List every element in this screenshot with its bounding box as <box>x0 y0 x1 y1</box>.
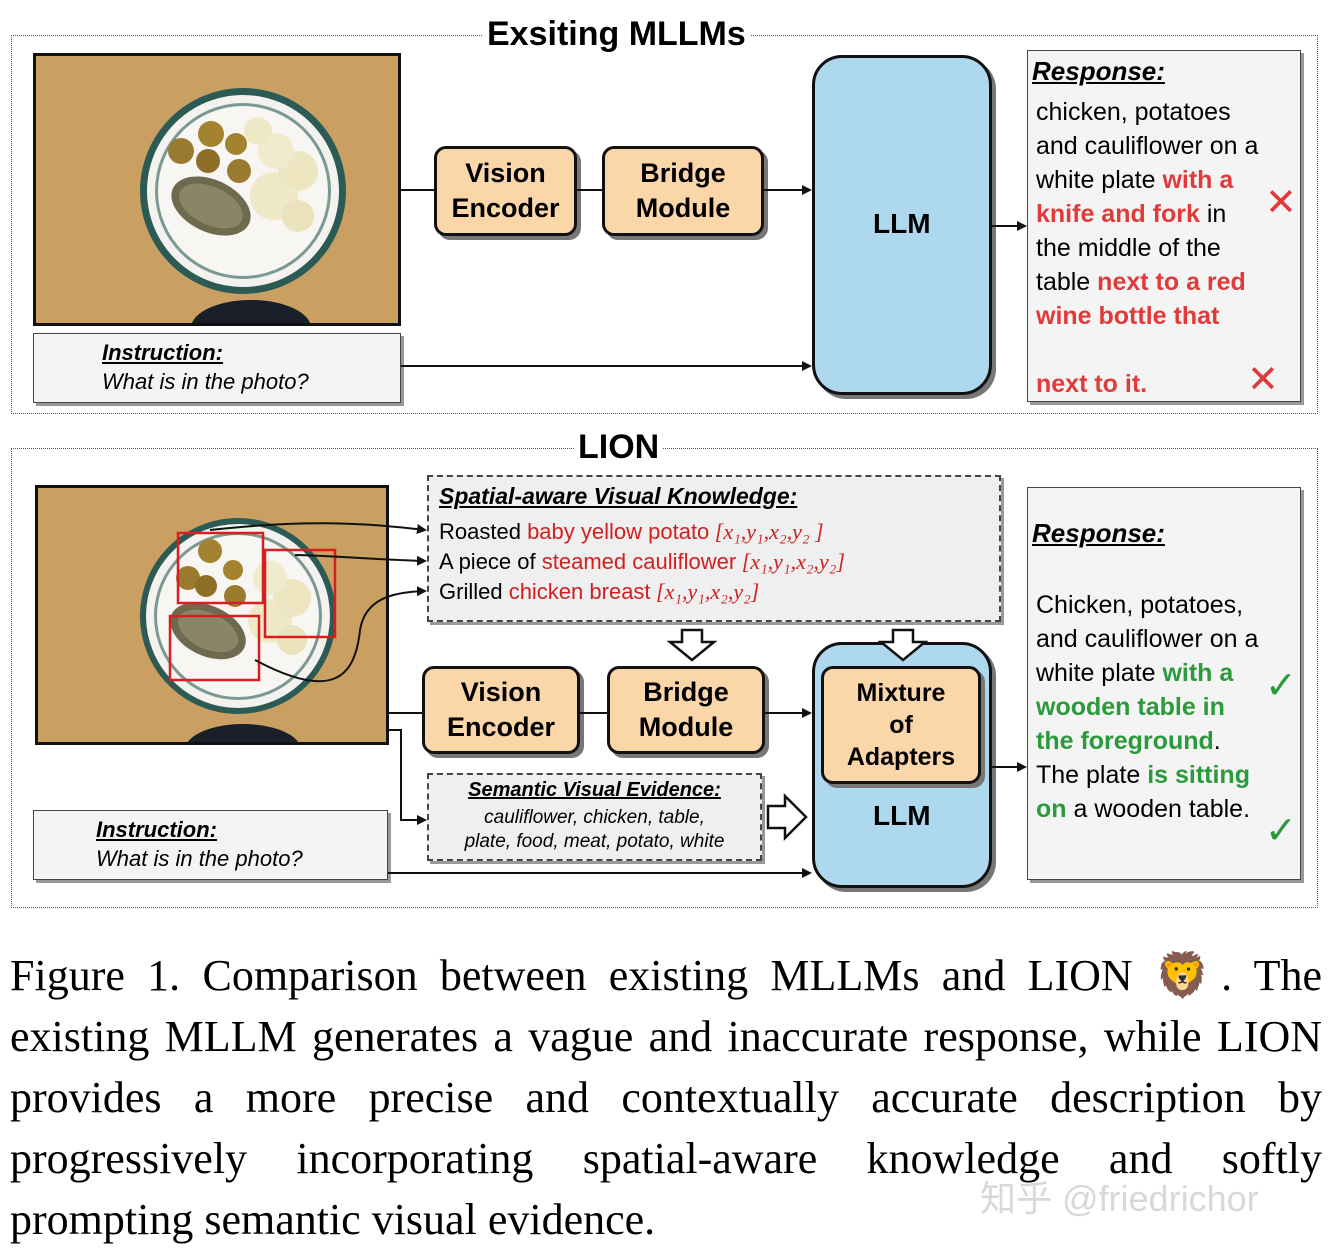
instruction-text-bottom: What is in the photo? <box>96 846 303 871</box>
spatial-item-object: chicken breast <box>508 579 651 604</box>
bridge-module-label-1: Bridge <box>643 677 729 707</box>
response-top-line: table next to a red <box>1036 265 1246 299</box>
vision-encoder-label-2: Encoder <box>446 712 556 742</box>
llm-label-bottom: LLM <box>873 800 931 831</box>
response-bottom-line: white plate with a <box>1036 656 1233 690</box>
response-top-segment: next to a red <box>1097 268 1246 296</box>
response-bottom-line: The plate is sitting <box>1036 758 1250 792</box>
mixture-of-adapters-box: Mixture of Adapters <box>821 666 981 784</box>
response-top-segment: white plate <box>1036 166 1163 194</box>
food-photo-bottom-graphic <box>38 488 386 742</box>
semantic-evidence-line-2: plate, food, meat, potato, white <box>464 831 725 852</box>
spatial-knowledge-item: A piece of steamed cauliflower [x₁,y₁,x₂… <box>439 545 845 579</box>
spatial-item-prefix: Roasted <box>439 519 528 544</box>
vision-encoder-label-1: Vision <box>465 158 546 188</box>
semantic-evidence-line-1: cauliflower, chicken, table, <box>484 807 705 828</box>
vision-encoder-box-bottom: Vision Encoder <box>422 666 580 754</box>
response-bottom-line: the foreground. <box>1036 724 1221 758</box>
response-top-segment: the middle of the <box>1036 234 1221 262</box>
existing-mllms-title: Exsiting MLLMs <box>483 17 750 51</box>
vision-encoder-box-top: Vision Encoder <box>434 146 577 236</box>
response-bottom-segment: is sitting <box>1147 761 1250 789</box>
spatial-item-prefix: A piece of <box>439 549 542 574</box>
bridge-module-box-top: Bridge Module <box>602 146 764 236</box>
response-bottom-segment: . <box>1213 727 1221 755</box>
spatial-knowledge-item: Roasted baby yellow potato [x₁,y₁,x₂,y₂ … <box>439 515 824 549</box>
instruction-box-top: Instruction: What is in the photo? <box>33 333 401 403</box>
response-top-line: knife and fork in <box>1036 197 1226 231</box>
bridge-module-box-bottom: Bridge Module <box>607 666 765 754</box>
bridge-module-label-2: Module <box>638 712 734 742</box>
spatial-item-coords: [x₁,y₁,x₂,y₂] <box>650 579 760 604</box>
response-bottom-line: and cauliflower on a <box>1036 622 1258 656</box>
instruction-box-bottom: Instruction: What is in the photo? <box>33 810 388 880</box>
response-top-segment: chicken, potatoes <box>1036 98 1231 126</box>
response-top-segment: in <box>1199 200 1227 228</box>
adapters-label-2: of <box>889 711 913 739</box>
lion-title: LION <box>574 430 664 464</box>
spatial-knowledge-item: Grilled chicken breast [x₁,y₁,x₂,y₂] <box>439 575 759 609</box>
bridge-module-label-2: Module <box>635 193 731 223</box>
llm-label-top: LLM <box>873 208 931 239</box>
response-bottom-line: on a wooden table. <box>1036 792 1250 826</box>
figure-caption: Figure 1. Comparison between existing ML… <box>10 951 1322 1244</box>
watermark: 知乎 @friedrichor <box>980 1178 1259 1219</box>
response-top-line: chicken, potatoes <box>1036 95 1231 129</box>
response-box-top <box>1027 50 1301 402</box>
response-top-segment: with a <box>1162 166 1234 194</box>
food-photo-bottom <box>35 485 389 745</box>
response-top-line: next to it. <box>1036 367 1147 401</box>
response-bottom-segment: Chicken, potatoes, <box>1036 591 1244 619</box>
food-photo-top <box>33 53 401 326</box>
response-box-bottom <box>1027 487 1301 880</box>
vision-encoder-label-1: Vision <box>460 677 542 707</box>
response-bottom-segment: the foreground <box>1036 727 1214 755</box>
vision-encoder-label-2: Encoder <box>451 193 560 223</box>
spatial-knowledge-heading: Spatial-aware Visual Knowledge: <box>439 483 798 509</box>
adapters-label-3: Adapters <box>846 743 956 771</box>
bridge-module-label-1: Bridge <box>640 158 726 188</box>
llm-box-top <box>812 55 992 395</box>
response-top-segment: knife and fork <box>1036 200 1200 228</box>
response-bottom-segment: The plate <box>1036 761 1148 789</box>
response-bottom-segment: white plate <box>1036 659 1163 687</box>
semantic-evidence-box <box>427 773 762 861</box>
response-top-line: the middle of the <box>1036 231 1221 265</box>
spatial-item-coords: [x₁,y₁,x₂,y₂ ] <box>709 519 824 544</box>
spatial-item-object: steamed cauliflower <box>541 549 737 574</box>
response-top-segment: next to it. <box>1036 370 1148 398</box>
wrong-mark-1: ✕ <box>1265 182 1297 224</box>
response-top-line: and cauliflower on a <box>1036 129 1258 163</box>
response-bottom-line: wooden table in <box>1036 690 1225 724</box>
response-bottom-segment: a wooden table. <box>1066 795 1251 823</box>
adapters-label-1: Mixture <box>856 679 946 707</box>
food-photo-top-graphic <box>36 56 398 323</box>
correct-mark-2: ✓ <box>1265 810 1297 852</box>
response-bottom-segment: with a <box>1162 659 1234 687</box>
correct-mark-1: ✓ <box>1265 665 1297 707</box>
instruction-heading-top: Instruction: <box>102 340 223 365</box>
response-bottom-line: Chicken, potatoes, <box>1036 588 1243 622</box>
spatial-item-coords: [x₁,y₁,x₂,y₂] <box>736 549 845 574</box>
response-bottom-segment: wooden table in <box>1036 693 1225 721</box>
spatial-knowledge-box <box>427 475 1001 622</box>
wrong-mark-2: ✕ <box>1247 359 1279 401</box>
response-top-line: white plate with a <box>1036 163 1233 197</box>
semantic-evidence-heading: Semantic Visual Evidence: <box>468 779 721 801</box>
response-top-segment: wine bottle that <box>1036 302 1220 330</box>
instruction-heading-bottom: Instruction: <box>96 817 217 842</box>
response-bottom-segment: and cauliflower on a <box>1036 625 1259 653</box>
lion-panel <box>11 448 1318 908</box>
response-heading-top: Response: <box>1032 56 1165 86</box>
response-top-line: wine bottle that <box>1036 299 1219 333</box>
instruction-text-top: What is in the photo? <box>102 369 309 394</box>
response-bottom-segment: on <box>1036 795 1067 823</box>
response-top-segment: and cauliflower on a <box>1036 132 1259 160</box>
response-top-segment: table <box>1036 268 1098 296</box>
spatial-item-object: baby yellow potato <box>527 519 710 544</box>
response-heading-bottom: Response: <box>1032 518 1165 548</box>
spatial-item-prefix: Grilled <box>439 579 509 604</box>
